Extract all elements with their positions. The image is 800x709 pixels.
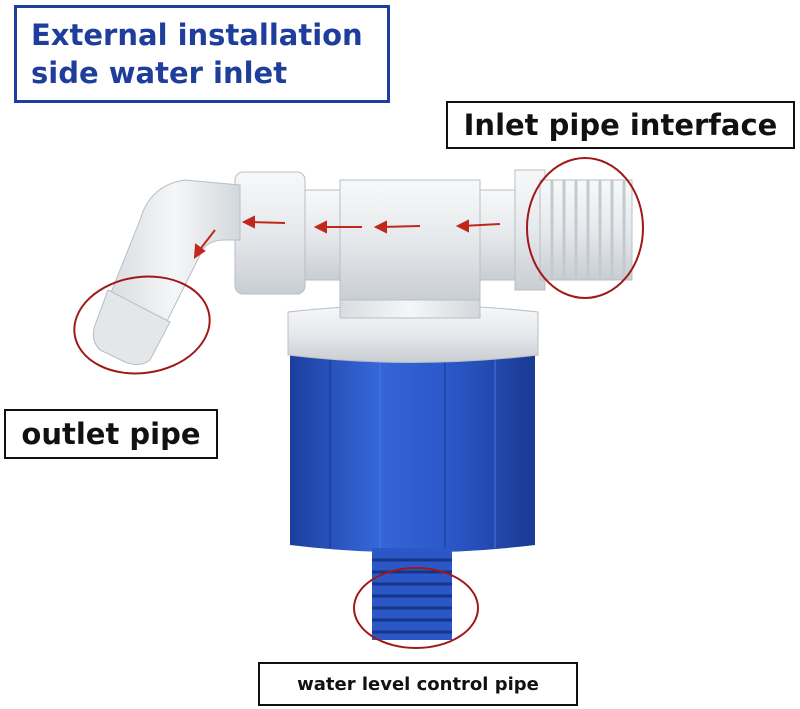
control-pipe bbox=[372, 548, 452, 640]
control-pipe-label-text: water level control pipe bbox=[297, 673, 539, 695]
control-pipe-label: water level control pipe bbox=[258, 662, 578, 706]
control-highlight-circle bbox=[353, 567, 479, 649]
outlet-highlight-circle bbox=[73, 275, 211, 375]
inlet-highlight-circle bbox=[526, 157, 644, 299]
outlet-pipe-label-text: outlet pipe bbox=[21, 417, 201, 451]
highlight-circles bbox=[73, 157, 644, 649]
title-line-1: External installation bbox=[31, 18, 363, 52]
outlet-elbow bbox=[92, 179, 241, 366]
flow-arrows bbox=[193, 215, 501, 259]
title-box: External installation side water inlet bbox=[14, 5, 390, 103]
inlet-pipe-label-text: Inlet pipe interface bbox=[463, 108, 778, 142]
outlet-pipe-label: outlet pipe bbox=[4, 409, 218, 459]
valve-body bbox=[290, 345, 535, 553]
title-line-2: side water inlet bbox=[31, 56, 288, 90]
main-pipe bbox=[234, 169, 546, 301]
inlet-pipe-label: Inlet pipe interface bbox=[446, 101, 795, 149]
inlet-pipe bbox=[539, 179, 633, 281]
